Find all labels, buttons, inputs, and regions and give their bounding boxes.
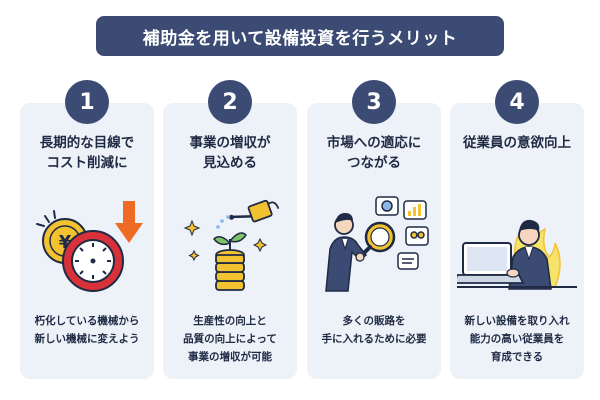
businessman-magnifier-icon [314, 191, 434, 301]
merit-card-4: 従業員の意欲向上 新しい設備を取り入れ 能力の高い従業員を 育成できる [450, 103, 584, 379]
card-heading: 従業員の意欲向上 [463, 135, 571, 151]
coin-clock-down-arrow-icon: ¥ [27, 191, 147, 301]
card-description: 新しい設備を取り入れ 能力の高い従業員を 育成できる [464, 315, 570, 363]
card-heading: 市場への適応に つながる [326, 135, 422, 171]
merit-card-1: 長期的な目線で コスト削減に ¥ [20, 103, 154, 379]
merit-card-3: 市場への適応に つながる [307, 103, 441, 379]
step-number-badge-3: 3 [352, 80, 396, 124]
card-heading: 長期的な目線で コスト削減に [39, 135, 135, 171]
card-description: 朽化している機械から 新しい機械に変えよう [34, 315, 140, 345]
card-heading: 事業の増収が 見込める [189, 135, 271, 171]
card-description: 生産性の向上と 品質の向上によって 事業の増収が可能 [183, 315, 277, 363]
motivated-worker-laptop-icon [453, 191, 577, 301]
step-number-badge-2: 2 [208, 80, 252, 124]
page-title: 補助金を用いて設備投資を行うメリット [96, 16, 504, 56]
step-number-badge-1: 1 [65, 80, 109, 124]
coin-stack-sprout-icon [170, 191, 290, 301]
step-number-badge-4: 4 [495, 80, 539, 124]
merit-card-2: 事業の増収が 見込める [163, 103, 297, 379]
card-description: 多くの販路を 手に入れるために必要 [321, 315, 427, 345]
